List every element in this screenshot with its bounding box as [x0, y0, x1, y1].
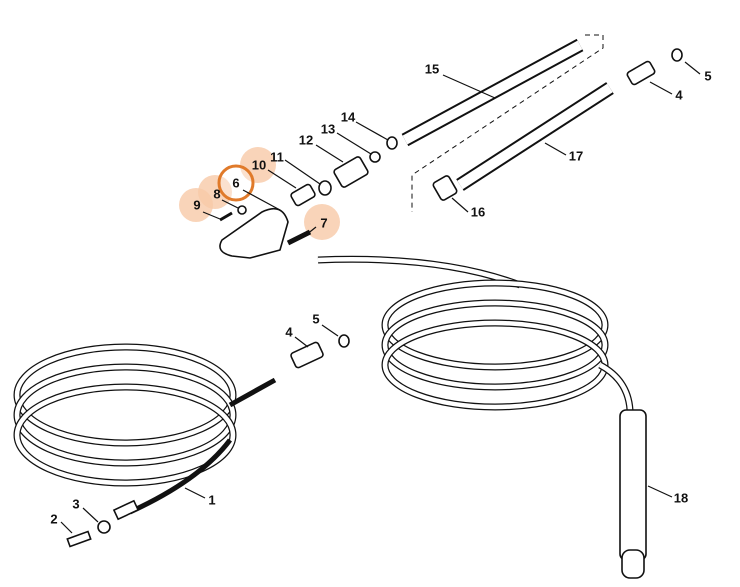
- part-10: [290, 183, 316, 207]
- part-5-top: [671, 48, 683, 62]
- callout-2[interactable]: 2: [50, 511, 57, 526]
- callout-15[interactable]: 15: [425, 61, 439, 76]
- callout-labels: 15 5 4 14 13 12 11 10 17 6 8 9 16 7 5 4 …: [50, 61, 711, 526]
- callout-4[interactable]: 4: [675, 87, 683, 102]
- callout-4-bottom[interactable]: 4: [285, 324, 293, 339]
- hose-18: [317, 255, 647, 579]
- callout-11[interactable]: 11: [270, 149, 284, 164]
- part-7: [286, 229, 312, 246]
- callout-17[interactable]: 17: [569, 148, 583, 163]
- callout-5-bottom[interactable]: 5: [312, 311, 319, 326]
- group-bracket: [411, 34, 604, 212]
- part-16: [432, 175, 458, 201]
- hose-1: [13, 343, 277, 521]
- part-12: [333, 156, 369, 188]
- callout-18[interactable]: 18: [674, 490, 688, 505]
- part-6-handle: [219, 207, 289, 259]
- callout-6[interactable]: 6: [232, 175, 239, 190]
- callout-12[interactable]: 12: [299, 132, 313, 147]
- part-4-bottom: [290, 341, 324, 369]
- part-5-bottom: [338, 334, 350, 348]
- callout-8[interactable]: 8: [213, 186, 220, 201]
- leader-lines: [60, 61, 701, 534]
- callout-1[interactable]: 1: [208, 492, 215, 507]
- part-13: [369, 151, 381, 163]
- callout-16[interactable]: 16: [471, 204, 485, 219]
- part-2: [66, 530, 92, 548]
- part-8: [237, 205, 247, 215]
- highlight-7[interactable]: [304, 204, 340, 240]
- selected-ring-6[interactable]: [217, 164, 255, 202]
- part-9: [219, 211, 233, 222]
- tube-15: [401, 38, 584, 147]
- callout-5[interactable]: 5: [704, 68, 711, 83]
- part-11: [318, 180, 332, 196]
- part-4-top: [626, 60, 656, 86]
- callout-13[interactable]: 13: [321, 121, 335, 136]
- part-3: [97, 520, 111, 534]
- callout-10[interactable]: 10: [252, 157, 266, 172]
- callout-14[interactable]: 14: [341, 109, 356, 124]
- tube-17: [456, 82, 614, 191]
- highlight-9[interactable]: [179, 188, 213, 222]
- callout-3[interactable]: 3: [72, 496, 79, 511]
- callout-7[interactable]: 7: [320, 215, 327, 230]
- callout-9[interactable]: 9: [193, 197, 200, 212]
- part-14: [386, 136, 398, 150]
